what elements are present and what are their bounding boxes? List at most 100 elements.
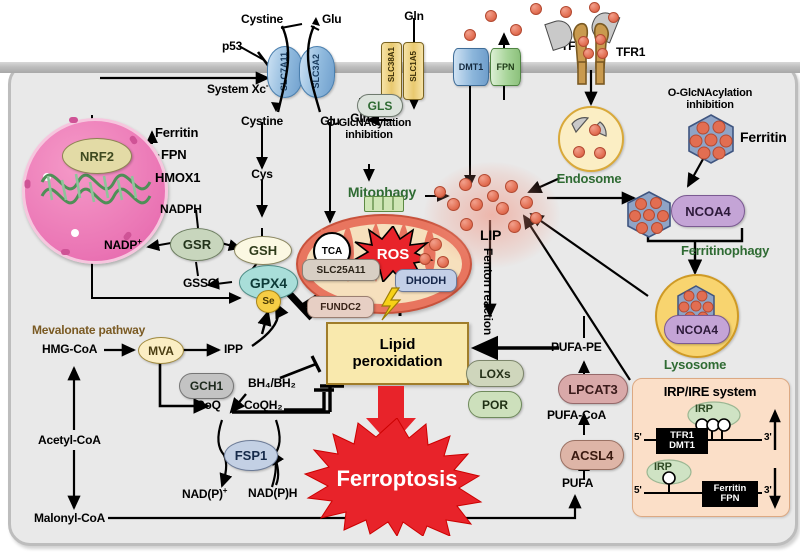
iron-dot xyxy=(530,212,542,224)
label-lysosome: Lysosome xyxy=(663,357,727,372)
label-ipp: IPP xyxy=(224,342,243,356)
label-nadp-ox: NAD(P)+ xyxy=(182,486,228,501)
iron-dot xyxy=(608,12,619,23)
dmt1-label: DMT1 xyxy=(458,62,484,72)
iron-dot xyxy=(597,48,608,59)
fsp1-node: FSP1 xyxy=(224,440,278,471)
label-fenton-reaction: Fenton reaction xyxy=(481,248,495,336)
ferroptosis-label: Ferroptosis xyxy=(336,466,457,491)
three-prime-bottom: 3' xyxy=(764,485,772,496)
nuclear-pore xyxy=(24,179,31,189)
label-ferritinophagy: Ferritinophagy xyxy=(681,243,770,258)
irp-ire-title: IRP/IRE system xyxy=(663,384,757,399)
label-gssg: GSSG xyxy=(183,276,217,290)
label-tfr1: TFR1 xyxy=(616,45,646,59)
label-ferritin: Ferritin xyxy=(740,129,787,145)
label-coqh2: CoQH₂ xyxy=(244,398,283,412)
iron-dot xyxy=(505,180,518,193)
iron-dot xyxy=(485,10,497,22)
fpn-label: FPN xyxy=(496,62,515,72)
transporter-fpn: FPN xyxy=(490,48,521,86)
iron-dot xyxy=(589,2,600,13)
iron-dot xyxy=(508,220,521,233)
iron-dot xyxy=(434,186,446,198)
label-bh4-bh2: BH₄/BH₂ xyxy=(248,376,296,390)
irp-bottom-label: IRP xyxy=(654,461,672,473)
label-gln-out: Gln xyxy=(404,9,424,23)
oglcnac-inhibition-1: O-GlcNAcylation inhibition xyxy=(326,117,412,141)
iron-dot xyxy=(437,256,449,268)
iron-dot xyxy=(487,190,499,202)
por-node: POR xyxy=(468,391,522,418)
label-glu-out: Glu xyxy=(322,12,342,26)
nuclear-pore xyxy=(69,117,78,123)
nuclear-pore xyxy=(128,134,139,146)
gls-node: GLS xyxy=(357,94,403,117)
transporter-dmt1: DMT1 xyxy=(453,48,489,86)
ferroptosis-burst: Ferroptosis xyxy=(303,418,483,536)
nrf2-target-hmox1: HMOX1 xyxy=(155,170,201,185)
iron-dot xyxy=(520,196,533,209)
ncoa4-lysosome-node: NCOA4 xyxy=(664,315,730,344)
oglcnac-inhibition-2: O-GlcNAcylation inhibition xyxy=(667,87,753,111)
five-prime-bottom: 5' xyxy=(634,485,642,496)
label-p53: p53 xyxy=(222,39,243,53)
label-system-xc: System Xc- xyxy=(207,81,269,96)
gene-tfr1-dmt1: TFR1 DMT1 xyxy=(656,428,708,454)
nuclear-pore xyxy=(61,249,70,255)
iron-dot xyxy=(478,174,491,187)
lipid-peroxidation-box: Lipid peroxidation xyxy=(326,322,469,385)
ncoa4-node: NCOA4 xyxy=(671,195,745,227)
label-glu-in: Glu xyxy=(320,114,340,128)
label-mitophagy: Mitophagy xyxy=(347,184,417,200)
label-pufa-coa: PUFA-CoA xyxy=(547,408,607,422)
fundc2-node: FUNDC2 xyxy=(307,296,374,318)
label-malonyl-coa: Malonyl-CoA xyxy=(34,511,106,525)
iron-dot xyxy=(510,24,522,36)
label-coq: CoQ xyxy=(196,398,221,412)
slc3a2-label: SLC3A2 xyxy=(311,54,321,89)
transporter-slc7a11: SLC7A11 xyxy=(267,46,303,98)
slc25a11-node: SLC25A11 xyxy=(302,259,380,281)
gsr-node: GSR xyxy=(170,228,224,261)
label-lip: LIP xyxy=(480,227,502,243)
dhodh-node: DHODH xyxy=(395,269,457,292)
label-cystine-in: Cystine xyxy=(241,114,283,128)
iron-dot xyxy=(583,48,594,59)
loxs-node: LOXs xyxy=(466,360,524,387)
label-pufa-pe: PUFA-PE xyxy=(551,340,602,354)
slc1a5-label: SLC1A5 xyxy=(409,51,418,82)
iron-dot xyxy=(459,178,472,191)
transporter-slc1a5: SLC1A5 xyxy=(403,42,424,100)
label-endosome: Endosome xyxy=(556,171,622,186)
label-hmg-coa: HMG-CoA xyxy=(42,342,98,356)
iron-dot xyxy=(560,6,572,18)
se-node: Se xyxy=(256,290,281,313)
iron-dot xyxy=(470,198,483,211)
iron-dot xyxy=(573,146,585,158)
label-nadph: NADPH xyxy=(160,202,202,216)
label-nadp-red: NAD(P)H xyxy=(248,486,298,500)
mva-node: MVA xyxy=(138,337,184,364)
label-pufa: PUFA xyxy=(562,476,594,490)
iron-dot xyxy=(589,124,601,136)
iron-dot xyxy=(419,253,431,265)
three-prime-top: 3' xyxy=(764,432,772,443)
transporter-slc3a2: SLC3A2 xyxy=(299,46,335,98)
mevalonate-title: Mevalonate pathway xyxy=(32,323,146,337)
label-acetyl-coa: Acetyl-CoA xyxy=(38,433,101,447)
nrf2-target-ferritin: Ferritin xyxy=(155,125,199,140)
lpcat3-node: LPCAT3 xyxy=(558,374,628,404)
gsh-node: GSH xyxy=(234,236,292,265)
gch1-node: GCH1 xyxy=(179,373,234,399)
nucleus-speck xyxy=(71,229,79,237)
slc7a11-label: SLC7A11 xyxy=(279,52,289,92)
iron-dot xyxy=(594,147,606,159)
nucleus-speck xyxy=(43,173,51,181)
label-cys: Cys xyxy=(251,167,273,181)
five-prime-top: 5' xyxy=(634,432,642,443)
nrf2-node: NRF2 xyxy=(62,138,132,174)
endosome xyxy=(558,106,624,172)
transporter-slc38a1: SLC38A1 xyxy=(381,42,402,100)
